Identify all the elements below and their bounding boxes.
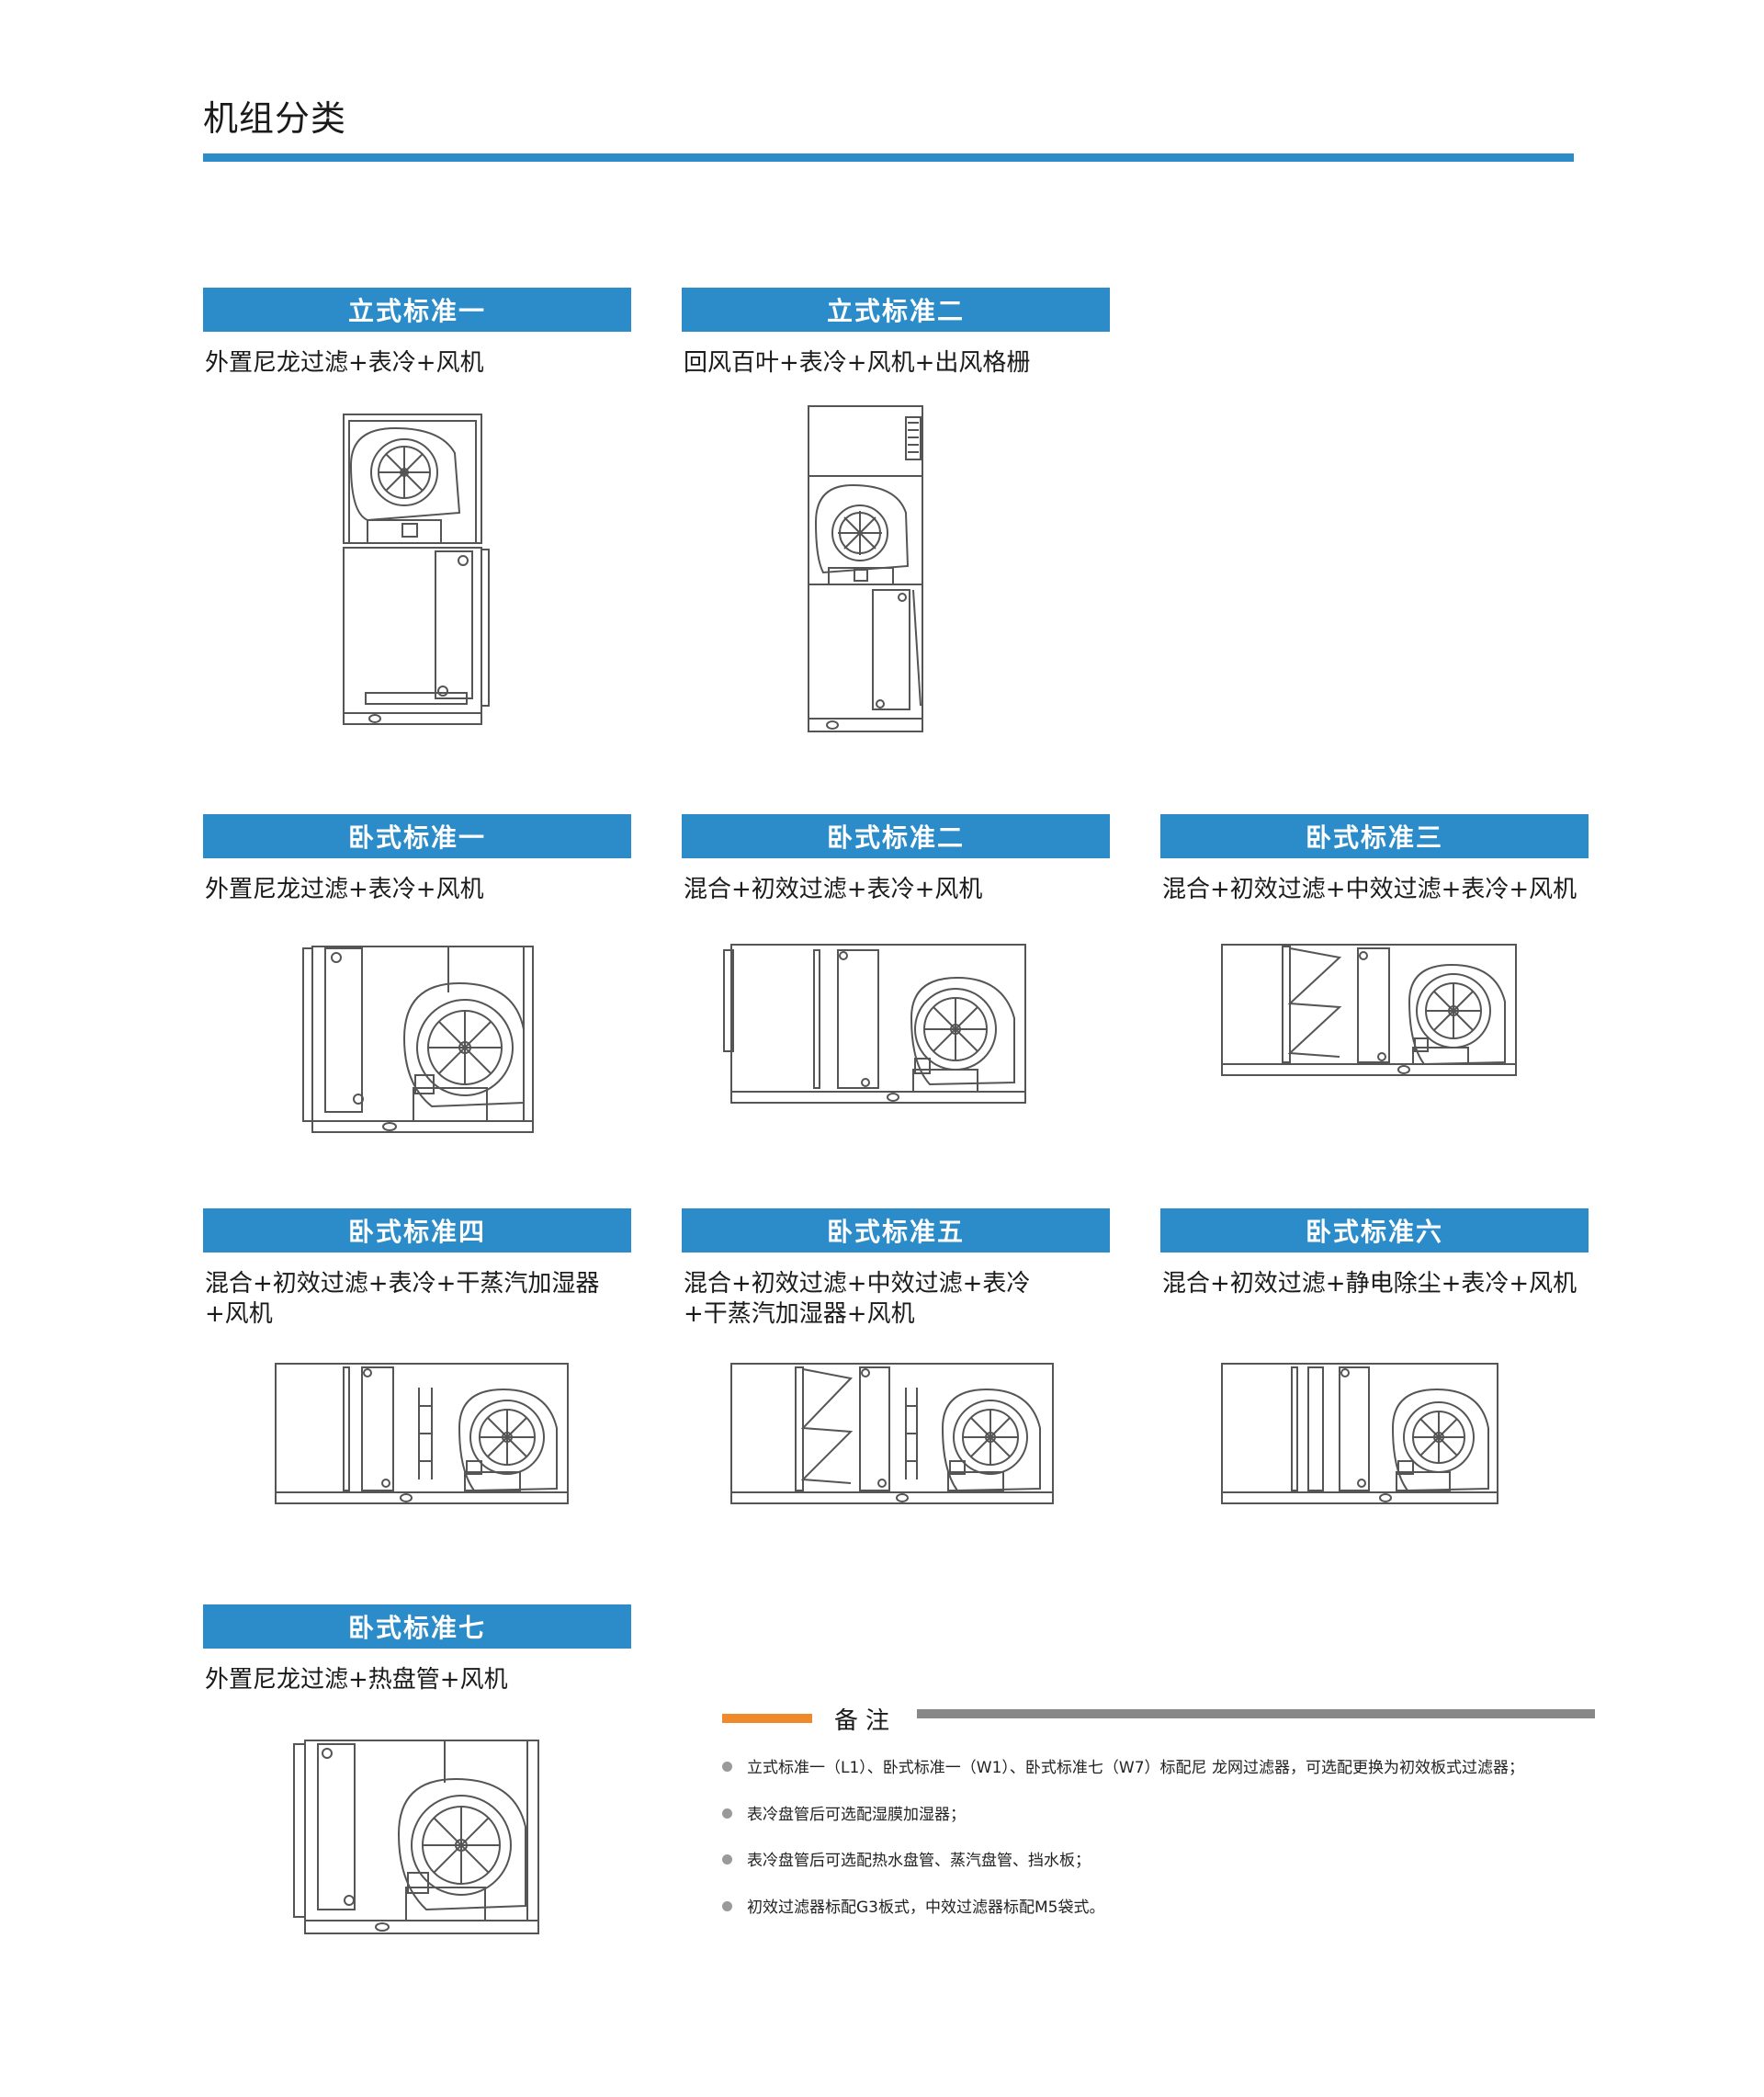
card-w2: 卧式标准二 混合+初效过滤+表冷+风机: [682, 814, 1110, 905]
notes-rule: [917, 1709, 1595, 1718]
card-desc: 混合+初效过滤+表冷+干蒸汽加湿器 +风机: [205, 1270, 600, 1328]
card-desc: 回风百叶+表冷+风机+出风格栅: [684, 349, 1031, 377]
card-desc: 外置尼龙过滤+热盘管+风机: [205, 1666, 508, 1694]
bullet-icon: [722, 1761, 732, 1772]
card-w4: 卧式标准四 混合+初效过滤+表冷+干蒸汽加湿器 +风机: [203, 1208, 631, 1330]
card-w3: 卧式标准三 混合+初效过滤+中效过滤+表冷+风机: [1160, 814, 1589, 905]
card-header: 卧式标准一: [203, 814, 631, 858]
card-header: 卧式标准六: [1160, 1208, 1589, 1253]
note-item: 初效过滤器标配G3板式，中效过滤器标配M5袋式。: [722, 1894, 1104, 1917]
card-header: 卧式标准四: [203, 1208, 631, 1253]
unit-drawing-w1: [294, 937, 542, 1134]
card-w7: 卧式标准七 外置尼龙过滤+热盘管+风机: [203, 1604, 631, 1695]
note-text: 表冷盘管后可选配热水盘管、蒸汽盘管、挡水板；: [747, 1852, 1091, 1870]
bullet-icon: [722, 1808, 732, 1819]
title-rule: [203, 153, 1574, 162]
bullet-icon: [722, 1853, 732, 1865]
card-desc: 混合+初效过滤+中效过滤+表冷+风机: [1162, 876, 1577, 903]
notes-title: 备注: [834, 1707, 898, 1735]
card-w5: 卧式标准五 混合+初效过滤+中效过滤+表冷 +干蒸汽加湿器+风机: [682, 1208, 1110, 1330]
note-text: 初效过滤器标配G3板式，中效过滤器标配M5袋式。: [747, 1899, 1105, 1917]
card-header: 卧式标准七: [203, 1604, 631, 1649]
note-text: 表冷盘管后可选配湿膜加湿器；: [747, 1806, 966, 1824]
card-header: 卧式标准二: [682, 814, 1110, 858]
card-l2: 立式标准二 回风百叶+表冷+风机+出风格栅: [682, 288, 1110, 379]
unit-drawing-w5: [722, 1351, 1062, 1513]
unit-drawing-w4: [266, 1351, 579, 1513]
card-desc: 外置尼龙过滤+表冷+风机: [205, 876, 484, 903]
card-l1: 立式标准一 外置尼龙过滤+表冷+风机: [203, 288, 631, 379]
notes-accent-bar: [722, 1714, 812, 1723]
note-item: 立式标准一（L1）、卧式标准一（W1）、卧式标准七（W7）标配尼 龙网过滤器，可…: [722, 1754, 1524, 1777]
unit-drawing-w7: [285, 1731, 551, 1944]
card-header: 卧式标准三: [1160, 814, 1589, 858]
card-header: 立式标准一: [203, 288, 631, 332]
card-w6: 卧式标准六 混合+初效过滤+静电除尘+表冷+风机: [1160, 1208, 1589, 1299]
card-header: 卧式标准五: [682, 1208, 1110, 1253]
bullet-icon: [722, 1900, 732, 1911]
card-desc: 混合+初效过滤+静电除尘+表冷+风机: [1162, 1270, 1577, 1298]
page-title: 机组分类: [203, 98, 347, 139]
note-item: 表冷盘管后可选配湿膜加湿器；: [722, 1801, 966, 1824]
notes-header: 备注: [722, 1698, 1595, 1735]
unit-drawing-l1: [340, 412, 496, 728]
card-header: 立式标准二: [682, 288, 1110, 332]
unit-drawing-w3: [1211, 934, 1523, 1083]
card-desc: 混合+初效过滤+中效过滤+表冷 +干蒸汽加湿器+风机: [684, 1270, 1031, 1328]
note-item: 表冷盘管后可选配热水盘管、蒸汽盘管、挡水板；: [722, 1847, 1091, 1870]
card-w1: 卧式标准一 外置尼龙过滤+表冷+风机: [203, 814, 631, 905]
card-desc: 混合+初效过滤+表冷+风机: [684, 876, 983, 903]
unit-drawing-w2: [718, 935, 1031, 1110]
unit-drawing-w6: [1213, 1351, 1507, 1513]
unit-drawing-l2: [805, 402, 930, 739]
card-desc: 外置尼龙过滤+表冷+风机: [205, 349, 484, 377]
note-text: 立式标准一（L1）、卧式标准一（W1）、卧式标准七（W7）标配尼 龙网过滤器，可…: [747, 1759, 1524, 1777]
